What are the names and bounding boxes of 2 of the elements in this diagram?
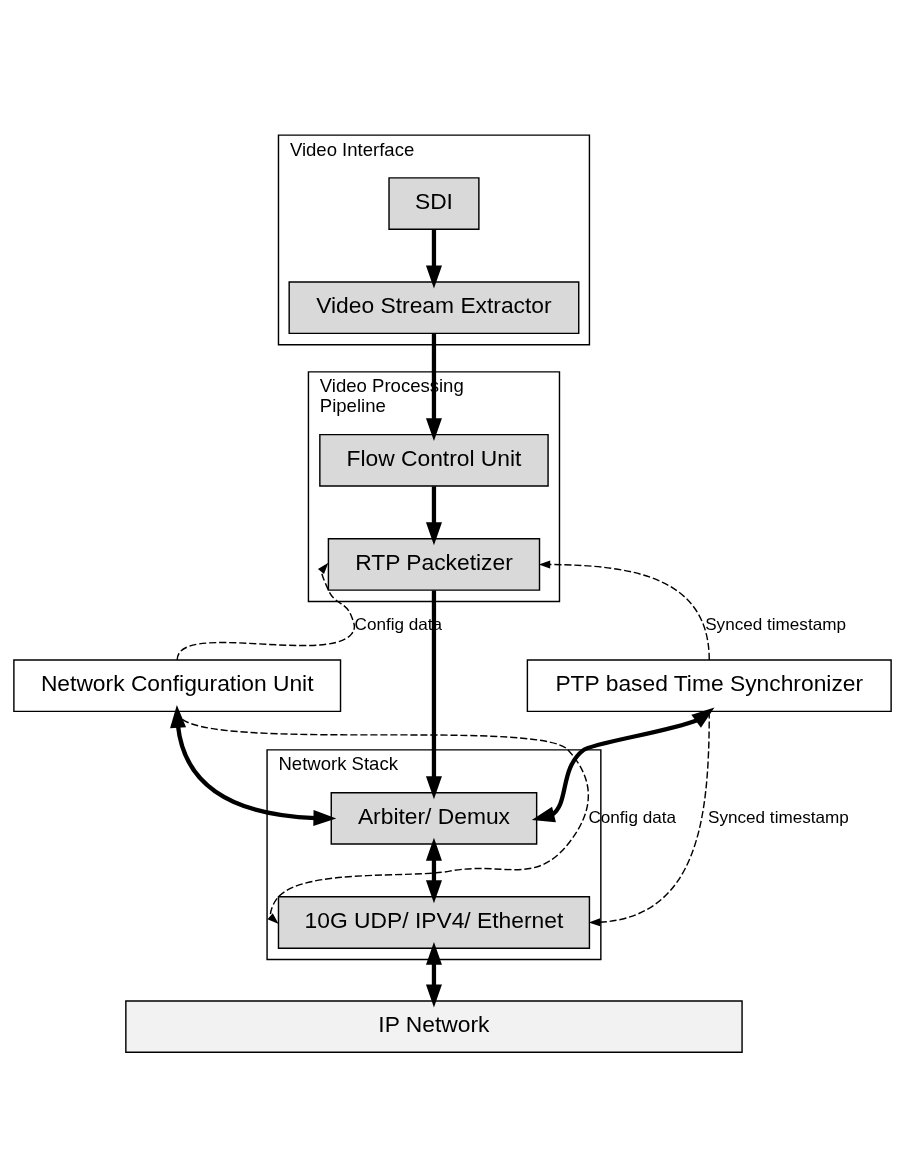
edge-label: Synced timestamp — [705, 614, 846, 634]
edge-label: Synced timestamp — [708, 807, 849, 827]
